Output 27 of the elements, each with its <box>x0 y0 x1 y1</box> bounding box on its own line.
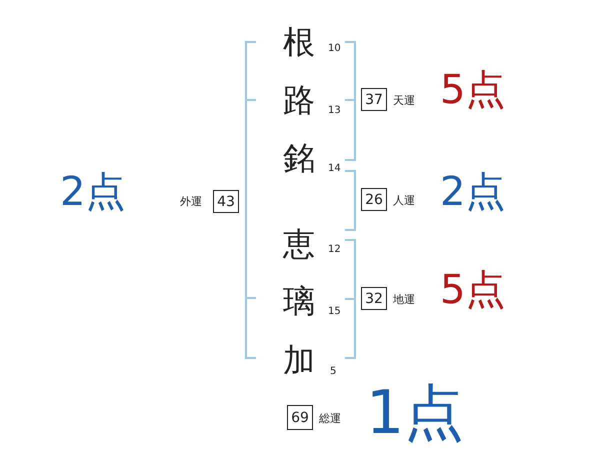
fortune-number-box: 26 <box>361 188 387 211</box>
name-character: 璃 <box>283 285 315 317</box>
fortune-label: 外運 <box>180 196 202 207</box>
score-text: 5点 <box>440 70 506 110</box>
name-character: 恵 <box>283 228 315 260</box>
name-character: 加 <box>283 344 315 376</box>
score-text: 2点 <box>60 172 126 212</box>
fortune-label: 地運 <box>393 294 415 305</box>
stroke-count: 13 <box>328 106 341 116</box>
fortune-label: 天運 <box>393 95 415 106</box>
fortune-number-box: 43 <box>213 190 239 213</box>
name-character: 根 <box>283 26 315 58</box>
score-text: 5点 <box>440 270 506 310</box>
name-character: 路 <box>283 84 315 116</box>
stroke-count: 5 <box>330 367 336 377</box>
stroke-count: 12 <box>328 245 341 255</box>
score-text: 1点 <box>366 383 464 443</box>
fortune-label: 人運 <box>393 195 415 206</box>
stroke-count: 10 <box>328 44 341 54</box>
stroke-count: 15 <box>328 307 341 317</box>
score-text: 2点 <box>440 172 506 212</box>
fortune-number-box: 69 <box>287 405 313 430</box>
name-character: 銘 <box>283 142 315 174</box>
fortune-number-box: 37 <box>361 88 387 111</box>
fortune-number-box: 32 <box>361 287 387 310</box>
stroke-count: 14 <box>328 164 341 174</box>
fortune-label: 総運 <box>319 413 341 424</box>
